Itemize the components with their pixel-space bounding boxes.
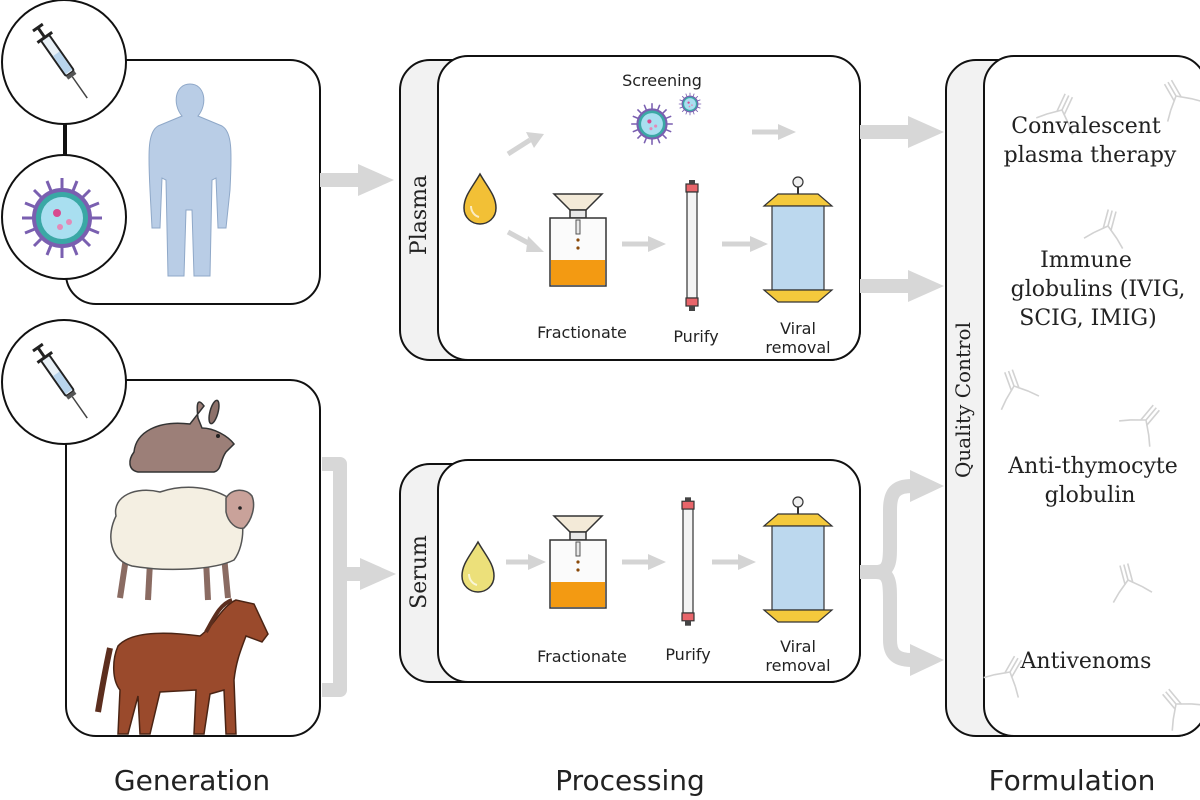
horse-icon — [95, 598, 269, 735]
purification-column-icon — [685, 179, 699, 312]
generation-arrows — [320, 164, 396, 697]
plasma-panel: Plasma Screening Fractionate Purify Vira… — [399, 55, 861, 361]
plasma-tab-label: Plasma — [407, 175, 432, 255]
stage-generation-label: Generation — [114, 764, 270, 797]
plasma-step-viral-line1: Viral — [780, 319, 816, 338]
product-immune-line3: SCIG, IMIG) — [1019, 306, 1156, 331]
quality-control-label: Quality Control — [951, 322, 975, 478]
serum-panel: Serum Fractionate Purify Viral removal — [399, 459, 861, 683]
serum-tab-label: Serum — [407, 535, 432, 609]
plasma-step-purify: Purify — [673, 327, 718, 346]
plasma-step-fractionate: Fractionate — [537, 323, 627, 342]
virus-icon — [20, 176, 104, 260]
product-immune-line2: globulins (IVIG, — [1011, 277, 1186, 302]
product-convalescent-line1: Convalescent — [1011, 114, 1161, 139]
formulation-panel: Quality Control Convalescent plasma ther… — [945, 55, 1200, 737]
rabbit-icon — [129, 399, 235, 473]
product-antithymocyte-line1: Anti-thymocyte — [1007, 454, 1178, 479]
screening-label: Screening — [622, 71, 702, 90]
serum-step-purify: Purify — [665, 645, 710, 664]
processing-arrows — [860, 116, 944, 676]
serum-step-viral-line2: removal — [765, 656, 830, 675]
serum-step-viral-line1: Viral — [780, 637, 816, 656]
product-immune-line1: Immune — [1040, 248, 1132, 273]
product-convalescent-line2: plasma therapy — [1004, 143, 1177, 168]
stage-processing-label: Processing — [555, 764, 705, 797]
plasma-step-viral-line2: removal — [765, 338, 830, 357]
human-silhouette-icon — [148, 83, 232, 277]
product-antivenoms: Antivenoms — [1020, 649, 1152, 674]
sheep-icon — [110, 486, 255, 601]
serum-step-fractionate: Fractionate — [537, 647, 627, 666]
purification-column-icon — [681, 496, 695, 627]
generation-column — [1, 0, 321, 737]
stage-formulation-label: Formulation — [989, 764, 1156, 797]
product-antithymocyte-line2: globulin — [1045, 483, 1136, 508]
